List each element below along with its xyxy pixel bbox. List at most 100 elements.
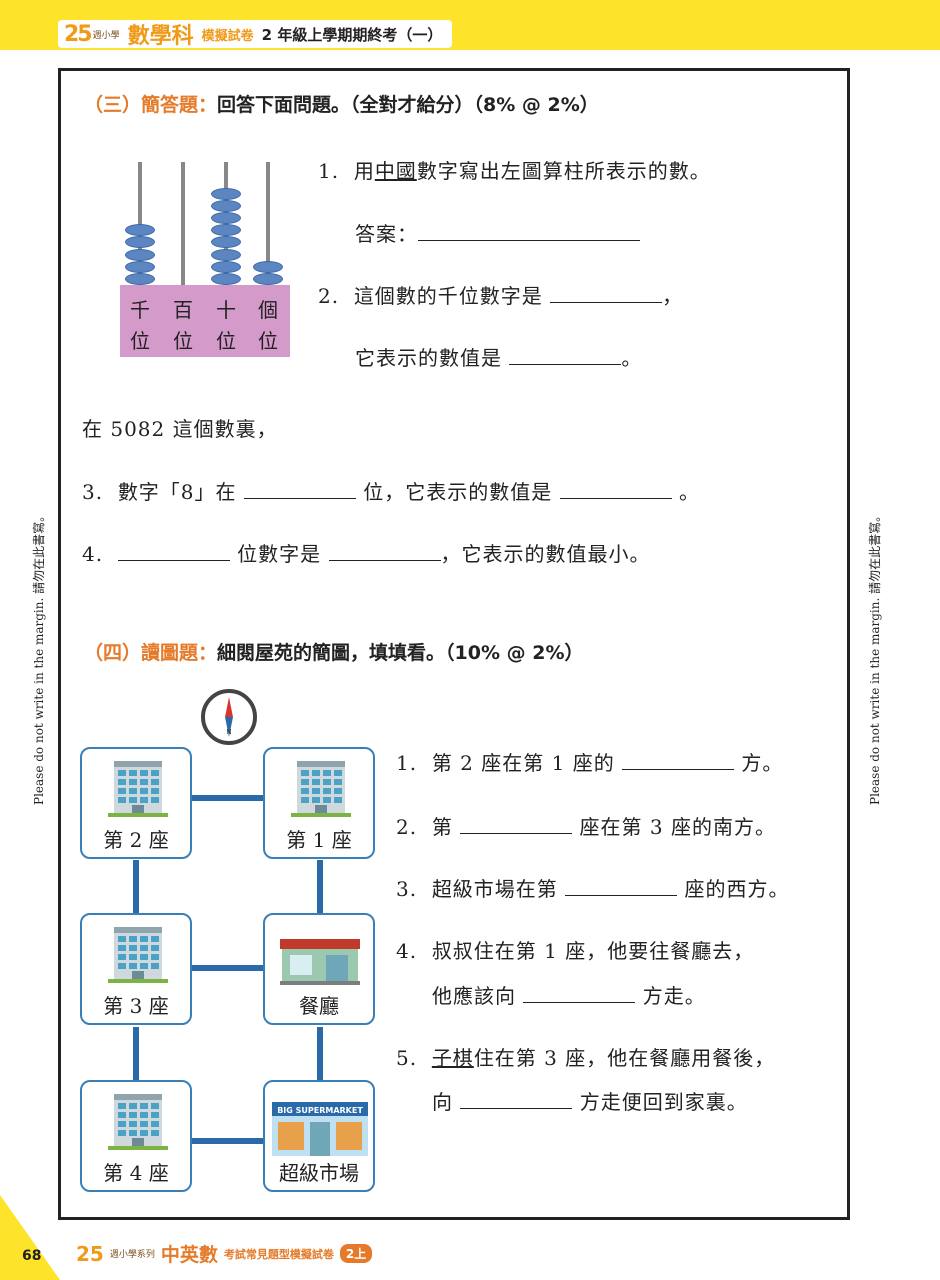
road <box>192 1138 264 1144</box>
s4-q2-text: 第 <box>431 815 453 839</box>
s4-question-4: 4. 叔叔住在第 1 座，他要往餐廳去， <box>396 935 754 964</box>
q2-text-b: 它表示的數值是 <box>355 346 502 370</box>
q2-text: 這個數的千位數字是 <box>353 284 543 308</box>
q4-text-b: ，它表示的數值最小。 <box>440 542 651 566</box>
question-number: 1. <box>318 159 340 183</box>
building-icon <box>108 927 168 983</box>
answer-blank[interactable] <box>559 479 672 499</box>
section4-label: （四）讀圖題： <box>84 642 218 664</box>
s4-q5-end: 方走便回到家裏。 <box>579 1090 748 1114</box>
s4-question-1: 1. 第 2 座在第 1 座的 方。 <box>396 747 783 776</box>
road <box>317 1027 323 1080</box>
q2-comma: ， <box>662 284 684 308</box>
page-number: 68 <box>22 1248 42 1264</box>
restaurant-icon <box>280 939 360 985</box>
abacus-bead <box>211 212 241 224</box>
s4-q4-text-b: 他應該向 <box>432 984 516 1008</box>
road <box>133 1027 139 1080</box>
answer-blank[interactable] <box>523 983 636 1003</box>
supermarket: BIG SUPERMARKET 超級市場 <box>263 1080 375 1192</box>
s3-intro: 在 5082 這個數裏， <box>82 417 278 441</box>
footer-grade: 2上 <box>339 1244 373 1263</box>
section4-heading: （四）讀圖題：細閱屋苑的簡圖，填填看。（10% @ 2%） <box>84 638 583 665</box>
abacus-base <box>120 285 290 357</box>
answer-label: 答案： <box>355 222 418 246</box>
answer-blank[interactable] <box>243 479 356 499</box>
s4-q4-end: 方走。 <box>642 984 706 1008</box>
brand-logo: 25 週小學 <box>64 22 120 47</box>
block-4-label: 第 4 座 <box>103 1161 169 1185</box>
answer-blank[interactable] <box>328 541 441 561</box>
question-number: 3. <box>396 877 418 901</box>
building-icon <box>291 761 351 817</box>
q4-text: 位數字是 <box>237 542 322 566</box>
answer-blank[interactable] <box>622 750 735 770</box>
s4-question-4b: 他應該向 方走。 <box>432 980 706 1009</box>
answer-blank[interactable] <box>460 814 573 834</box>
s4-q3-end: 座的西方。 <box>684 877 790 901</box>
block-3: 第 3 座 <box>80 913 192 1025</box>
place-suffix: 位 <box>173 329 193 353</box>
s4-q1-text: 第 2 座在第 1 座的 <box>431 751 615 775</box>
section3-instruction: 回答下面問題。（全對才給分）（8% @ 2%） <box>217 94 599 116</box>
s4-question-5b: 向 方走便回到家裏。 <box>432 1086 748 1115</box>
question-number: 1. <box>396 751 418 775</box>
block-1: 第 1 座 <box>263 747 375 859</box>
compass-letter: N <box>226 728 231 736</box>
answer-blank[interactable] <box>550 283 663 303</box>
s4-q4-text: 叔叔住在第 1 座，他要往餐廳去， <box>431 939 755 963</box>
answer-blank[interactable] <box>418 221 640 241</box>
logo-series: 週小學 <box>92 30 120 41</box>
answer-blank[interactable] <box>565 876 678 896</box>
abacus-bead <box>125 248 155 261</box>
place-suffix: 位 <box>130 329 150 353</box>
q1-text: 用 <box>353 159 375 183</box>
exam-frame <box>58 68 850 1220</box>
answer-blank[interactable] <box>509 345 622 365</box>
s3-question-1: 1. 用中國數字寫出左圖算柱所表示的數。 <box>318 155 711 184</box>
s4-q5-text-b: 向 <box>432 1090 453 1114</box>
q1-text-end: 數字寫出左圖算柱所表示的數。 <box>416 159 711 183</box>
block-3-label: 第 3 座 <box>103 994 169 1018</box>
s4-q3-text: 超級市場在第 <box>431 877 558 901</box>
building-icon <box>108 761 168 817</box>
s4-q2-end: 座在第 3 座的南方。 <box>579 815 776 839</box>
restaurant: 餐廳 <box>263 913 375 1025</box>
abacus-bead <box>253 273 283 285</box>
answer-blank[interactable] <box>117 541 230 561</box>
abacus-bead <box>125 260 155 273</box>
compass-icon: N <box>199 687 259 747</box>
q3-end: 。 <box>678 480 700 504</box>
question-number: 5. <box>396 1046 418 1070</box>
s4-q5-text: 住在第 3 座，他在餐廳用餐後， <box>473 1046 776 1070</box>
abacus-bead <box>125 236 155 249</box>
footer-title: 中英數 <box>160 1244 218 1266</box>
abacus-bead <box>211 224 241 237</box>
building-icon <box>108 1094 168 1150</box>
q3-text-b: 位，它表示的數值是 <box>363 480 553 504</box>
answer-blank[interactable] <box>460 1089 573 1109</box>
s3-q1-answer-line: 答案： <box>355 218 640 247</box>
block-2: 第 2 座 <box>80 747 192 859</box>
question-number: 3. <box>82 480 104 504</box>
subject-title: 數學科 <box>127 24 194 49</box>
abacus-bead <box>125 273 155 285</box>
block-4: 第 4 座 <box>80 1080 192 1192</box>
abacus-rod-hundreds <box>181 162 185 287</box>
footer-brand: 25 週小學系列 中英數 考試常見題型模擬試卷 2上 <box>76 1240 373 1267</box>
place-suffix: 位 <box>216 329 236 353</box>
place-thousands: 千 <box>130 298 150 322</box>
road <box>192 795 264 801</box>
abacus-bead <box>125 224 155 237</box>
restaurant-label: 餐廳 <box>299 994 339 1018</box>
abacus-bead <box>211 199 241 212</box>
place-suffix: 位 <box>258 329 278 353</box>
section3-label: （三）簡答題： <box>84 94 218 116</box>
question-number: 4. <box>82 542 104 566</box>
margin-note-right: Please do not write in the margin. 請勿在此書… <box>868 509 882 805</box>
q1-underlined: 中國 <box>374 159 417 183</box>
place-hundreds: 百 <box>173 298 193 322</box>
supermarket-icon: BIG SUPERMARKET <box>272 1102 368 1156</box>
abacus-bead <box>211 187 241 200</box>
block-2-label: 第 2 座 <box>103 828 169 852</box>
